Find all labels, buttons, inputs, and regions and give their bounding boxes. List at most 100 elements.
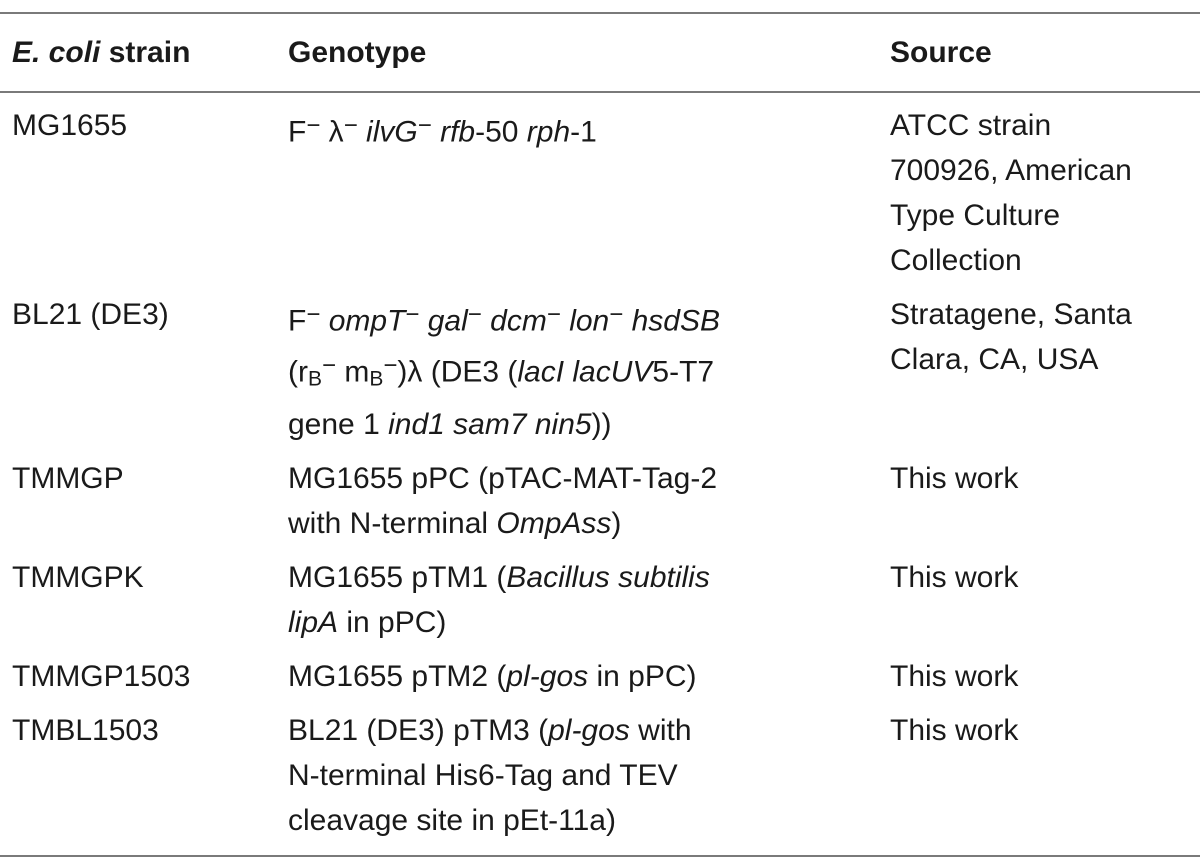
source-cell: This work — [890, 456, 1200, 501]
genotype-segment: pl-gos — [548, 713, 630, 747]
table-row: BL21 (DE3)F− ompT− gal− dcm− lon− hsdSB(… — [0, 292, 1200, 447]
genotype-line: F− λ− ilvG− rfb-50 rph-1 — [288, 103, 890, 154]
genotype-segment: − — [467, 301, 482, 328]
genotype-segment — [419, 304, 427, 337]
genotype-segment: λ — [320, 115, 344, 149]
genotype-segment: )) — [591, 407, 612, 441]
header-row: E. coli strain Genotype Source — [0, 14, 1200, 91]
genotype-segment: lon — [569, 304, 610, 338]
genotype-line: with N-terminal OmpAss) — [288, 501, 890, 546]
genotype-line: MG1655 pTM2 (pl-gos in pPC) — [288, 654, 890, 699]
source-line: Type Culture — [890, 199, 1061, 232]
source-line: This work — [890, 659, 1019, 693]
strain-table: E. coli strain Genotype Source MG1655 F− … — [0, 12, 1200, 857]
source-line: Collection — [890, 244, 1022, 277]
genotype-cell: MG1655 pTM2 (pl-gos in pPC) — [288, 654, 890, 699]
header-strain-rest: strain — [100, 36, 191, 69]
genotype-segment: MG1655 pTM2 ( — [288, 659, 507, 693]
genotype-segment: 5-T7 — [652, 355, 715, 389]
genotype-segment: ompT — [328, 304, 406, 338]
genotype-line: F− ompT− gal− dcm− lon− hsdSB — [288, 292, 890, 343]
source-line: This work — [890, 713, 1019, 747]
genotype-segment: ind1 sam7 nin5 — [388, 407, 592, 441]
genotype-segment — [561, 304, 569, 337]
bottom-rule — [0, 854, 1200, 857]
genotype-line: cleavage site in pEt-11a) — [288, 798, 890, 843]
genotype-segment: − — [322, 352, 337, 380]
genotype-segment: cleavage site in pEt-11a) — [288, 803, 616, 837]
genotype-segment: gal — [427, 304, 468, 338]
source-line: Clara, CA, USA — [890, 343, 1099, 376]
genotype-line: gene 1 ind1 sam7 nin5)) — [288, 402, 890, 447]
genotype-segment: rph — [526, 115, 571, 149]
genotype-segment: − — [383, 352, 398, 380]
genotype-segment — [432, 115, 440, 148]
header-rule — [0, 91, 1200, 93]
genotype-segment: MG1655 pTM1 ( — [288, 560, 507, 594]
source-cell: This work — [890, 654, 1200, 699]
genotype-segment: − — [343, 112, 358, 139]
header-strain-italic: E. coli — [12, 36, 101, 69]
genotype-segment: F — [288, 115, 307, 149]
genotype-segment: − — [609, 301, 624, 328]
genotype-segment: m — [336, 355, 370, 389]
genotype-segment: lipA — [288, 605, 339, 639]
source-line: ATCC strain — [890, 109, 1052, 142]
strain-cell: MG1655 — [12, 109, 128, 142]
genotype-segment: BL21 (DE3) pTM3 ( — [288, 713, 549, 747]
strain-cell: TMMGP1503 — [12, 659, 191, 693]
genotype-line: lipA in pPC) — [288, 600, 890, 645]
genotype-segment: )λ (DE3 ( — [397, 355, 518, 389]
header-source: Source — [890, 36, 992, 69]
genotype-segment: ilvG — [366, 115, 418, 149]
genotype-segment: with — [629, 713, 692, 747]
genotype-segment: OmpAss — [496, 506, 612, 540]
header-strain: E. coli strain — [0, 30, 288, 75]
genotype-segment: − — [546, 301, 561, 328]
genotype-segment: − — [306, 301, 321, 328]
genotype-segment: MG1655 pPC (pTAC-MAT-Tag-2 — [288, 461, 718, 495]
genotype-segment: F — [288, 304, 307, 338]
source-line: This work — [890, 560, 1019, 594]
genotype-segment: in pPC) — [338, 605, 447, 639]
genotype-segment: dcm — [490, 304, 547, 338]
genotype-segment: -50 — [475, 115, 527, 149]
genotype-line: N-terminal His6-Tag and TEV — [288, 753, 890, 798]
strain-cell: TMBL1503 — [12, 713, 159, 747]
genotype-segment: in pPC) — [588, 659, 697, 693]
genotype-segment: pl-gos — [506, 659, 589, 693]
genotype-segment: − — [417, 112, 432, 139]
genotype-line: BL21 (DE3) pTM3 (pl-gos with — [288, 708, 890, 753]
genotype-line: (rB− mB−)λ (DE3 (lacI lacUV5-T7 — [288, 343, 890, 402]
source-line: Stratagene, Santa — [890, 298, 1132, 331]
genotype-segment: -1 — [570, 115, 597, 149]
genotype-segment: ) — [611, 506, 622, 540]
genotype-segment: B — [307, 367, 322, 391]
genotype-segment: Bacillus subtilis — [506, 560, 710, 594]
genotype-segment: gene 1 — [288, 407, 389, 441]
genotype-segment — [623, 304, 631, 337]
genotype-cell: F− λ− ilvG− rfb-50 rph-1 — [288, 103, 890, 154]
genotype-segment: N-terminal His6-Tag and TEV — [288, 758, 678, 792]
genotype-segment: lacI lacUV — [517, 355, 653, 389]
strain-cell: BL21 (DE3) — [12, 298, 169, 331]
strain-cell: TMMGPK — [12, 560, 144, 594]
genotype-segment — [482, 304, 490, 337]
genotype-segment: − — [306, 112, 321, 139]
genotype-segment — [320, 304, 328, 337]
genotype-segment: rfb — [440, 115, 476, 149]
source-line: This work — [890, 461, 1019, 495]
source-cell: This work — [890, 708, 1200, 753]
genotype-line: MG1655 pTM1 (Bacillus subtilis — [288, 555, 890, 600]
genotype-cell: F− ompT− gal− dcm− lon− hsdSB(rB− mB−)λ … — [288, 292, 890, 447]
genotype-segment: − — [405, 301, 420, 328]
genotype-segment: hsdSB — [631, 304, 720, 338]
